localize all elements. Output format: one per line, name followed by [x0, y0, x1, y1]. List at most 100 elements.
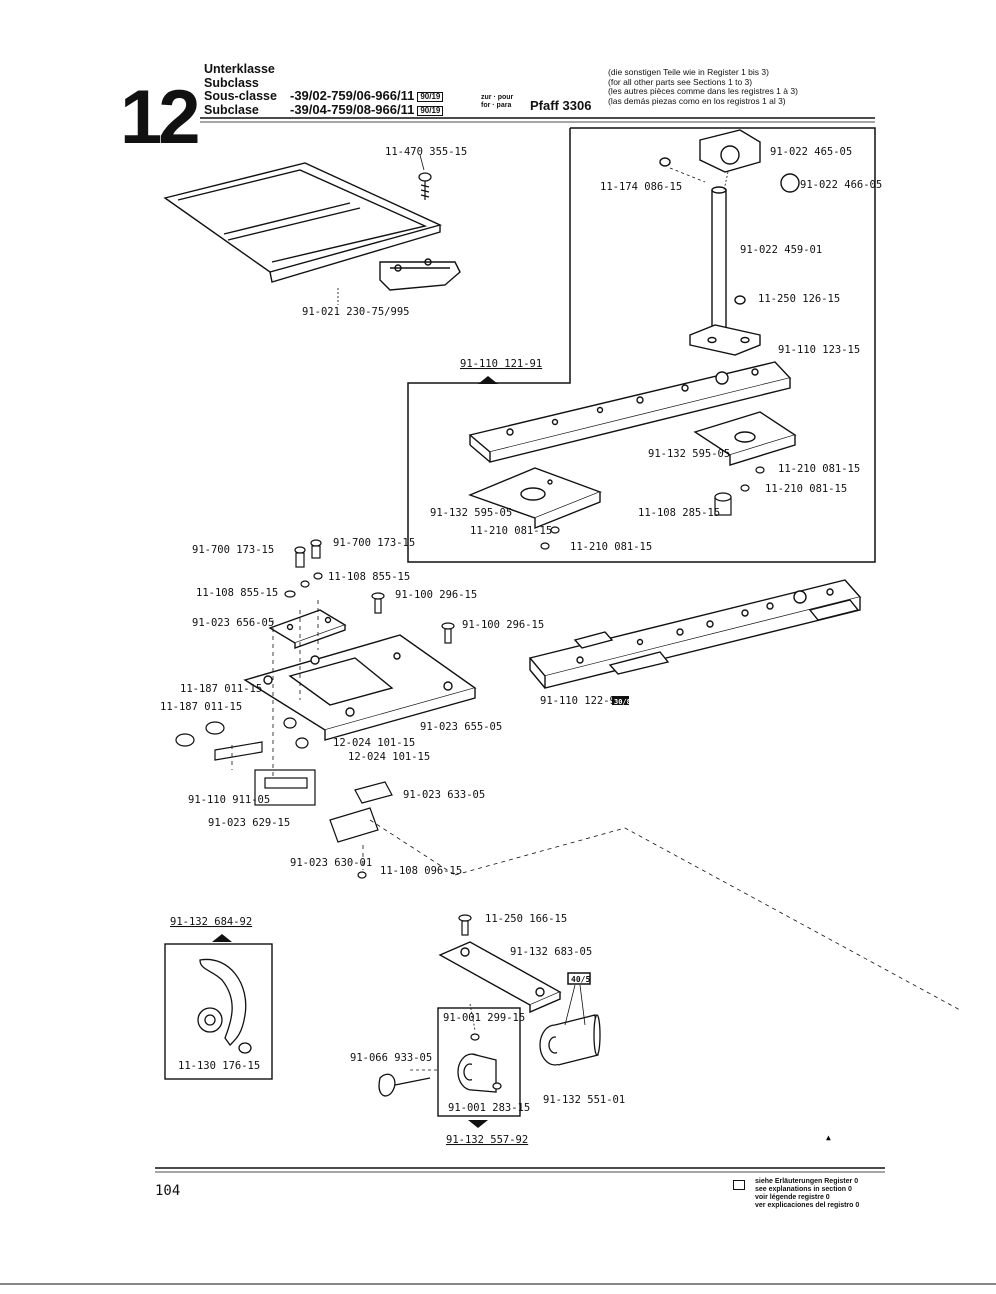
class-word-en: Subclass: [204, 75, 259, 90]
part-label: 91-022 465-05: [770, 146, 852, 158]
footer-legend: siehe Erläuterungen Register 0 see expla…: [755, 1178, 859, 1210]
for-pour-label: zur · pour for · para: [481, 94, 513, 110]
block-part-595: [468, 411, 797, 530]
page-number: 104: [155, 1183, 181, 1199]
header-notes: (die sonstigen Teile wie in Register 1 b…: [608, 67, 798, 106]
register-number: 12: [120, 75, 201, 160]
class-word-es: Subclase: [204, 102, 259, 117]
note-de: (die sonstigen Teile wie in Register 1 b…: [608, 67, 769, 77]
legend-de: siehe Erläuterungen Register 0: [755, 1178, 859, 1185]
part-label: 91-132 683-05: [510, 946, 592, 958]
part-label: 91-023 656-05: [192, 617, 274, 629]
part-label: 11-250 166-15: [485, 913, 567, 925]
part-label: 91-100 296-15: [462, 619, 544, 631]
part-label: 11-210 081-15: [570, 541, 652, 553]
part-label: 91-001 299-15: [443, 1012, 525, 1024]
legend-en: see explanations in section 0: [755, 1186, 852, 1193]
subclass-code-1: -39/02-759/06-966/11: [290, 88, 415, 103]
part-label: 91-110 911-05: [188, 794, 270, 806]
arrow-up-icon: [212, 934, 232, 942]
machine-model: Pfaff 3306: [530, 98, 592, 113]
plate-part-683: [438, 941, 562, 1014]
part-label: 91-023 633-05: [403, 789, 485, 801]
class-word-de: Unterklasse: [204, 62, 275, 76]
part-label: 91-022 459-01: [740, 244, 822, 256]
screw-icon: [283, 539, 455, 749]
note-en: (for all other parts see Sections 1 to 3…: [608, 76, 753, 87]
part-label: 11-108 285-15: [638, 507, 720, 519]
bar-part-121: [468, 361, 792, 463]
part-label: 12-024 101-15: [348, 751, 430, 763]
note-fr: (les autres pièces comme dans les regist…: [608, 86, 798, 96]
part-badge-text: 30/8: [614, 698, 631, 706]
collar-part-283: [378, 1053, 502, 1097]
part-badge: [567, 972, 591, 985]
part-label: 91-132 595-05: [648, 448, 730, 460]
part-badge: [612, 696, 629, 705]
part-label: 11-210 081-15: [778, 463, 860, 475]
legend-box-icon: [733, 1180, 745, 1190]
part-label: 91-001 283-15: [448, 1102, 530, 1114]
legend-fr: voir légende registre 0: [755, 1194, 830, 1201]
part-label: 91-066 933-05: [350, 1052, 432, 1064]
part-label: 11-108 855-15: [196, 587, 278, 599]
part-label: 91-700 173-15: [192, 544, 274, 556]
part-label: 11-470 355-15: [385, 146, 467, 158]
part-badge-text: 40/5: [571, 975, 590, 984]
part-label: 11-108 855-15: [328, 571, 410, 583]
screw-icon: [418, 172, 432, 200]
part-label: 91-132 595-05: [430, 507, 512, 519]
part-label: 11-210 081-15: [765, 483, 847, 495]
screw-icon: [540, 466, 765, 550]
hook-part-684: [197, 958, 252, 1054]
part-label: 91-132 551-01: [543, 1094, 625, 1106]
part-label: 11-187 011-15: [180, 683, 262, 695]
tray-cover-part: [163, 162, 461, 291]
pillar-assembly: [659, 129, 800, 356]
component-box-557: [437, 1007, 521, 1117]
part-label: 91-023 655-05: [420, 721, 502, 733]
part-labels: 11-470 355-15 91-021 230-75/995 91-022 4…: [160, 146, 882, 1146]
part-label: 91-100 296-15: [395, 589, 477, 601]
part-label: 91-110 123-15: [778, 344, 860, 356]
part-label: 11-108 096-15: [380, 865, 462, 877]
for-pour-line-1: zur · pour: [481, 94, 514, 101]
part-label: 91-110 122-91: [540, 695, 622, 707]
note-es: (las demás piezas como en los registros …: [608, 95, 786, 106]
part-label: 11-174 086-15: [600, 181, 682, 193]
part-label: 11-130 176-15: [178, 1060, 260, 1072]
part-label: 91-110 121-91: [460, 358, 542, 370]
legend-es: ver explicaciones del registro 0: [755, 1202, 860, 1209]
component-box-684: [164, 943, 273, 1080]
part-label: 12-024 101-15: [333, 737, 415, 749]
bar-part-122: [528, 579, 862, 689]
sleeve-part-551: [539, 1014, 601, 1066]
screw-icon: [458, 914, 480, 1041]
assembly-frame: [407, 127, 876, 563]
part-label: 91-023 629-15: [208, 817, 290, 829]
part-label: 91-023 630-01: [290, 857, 372, 869]
part-label: 11-250 126-15: [758, 293, 840, 305]
subclass-code-2: -39/04-759/08-966/11: [290, 102, 415, 117]
arrow-up-icon: [478, 376, 498, 384]
class-word-fr: Sous-classe: [204, 89, 277, 103]
assembly-dash-lines: [231, 600, 961, 1011]
part-label: 91-700 173-15: [333, 537, 415, 549]
stud-part-187: [175, 721, 393, 879]
arrow-down-icon: [468, 1120, 488, 1128]
dot-mark: ▲: [826, 1133, 831, 1142]
subclass-badge-1: 90/19: [417, 92, 444, 102]
plate-part-656: [268, 609, 347, 649]
part-label: 91-021 230-75/995: [302, 306, 409, 318]
part-label: 91-132 684-92: [170, 916, 252, 928]
class-words: Unterklasse Subclass Sous-classe Subclas…: [204, 62, 277, 117]
subclass-badge-2: 90/19: [417, 106, 444, 116]
part-label: 11-210 081-15: [470, 525, 552, 537]
part-label: 91-132 557-92: [446, 1134, 528, 1146]
part-label: 91-022 466-05: [800, 179, 882, 191]
for-pour-line-2: for · para: [481, 102, 512, 109]
plate-part-655: [243, 634, 477, 741]
